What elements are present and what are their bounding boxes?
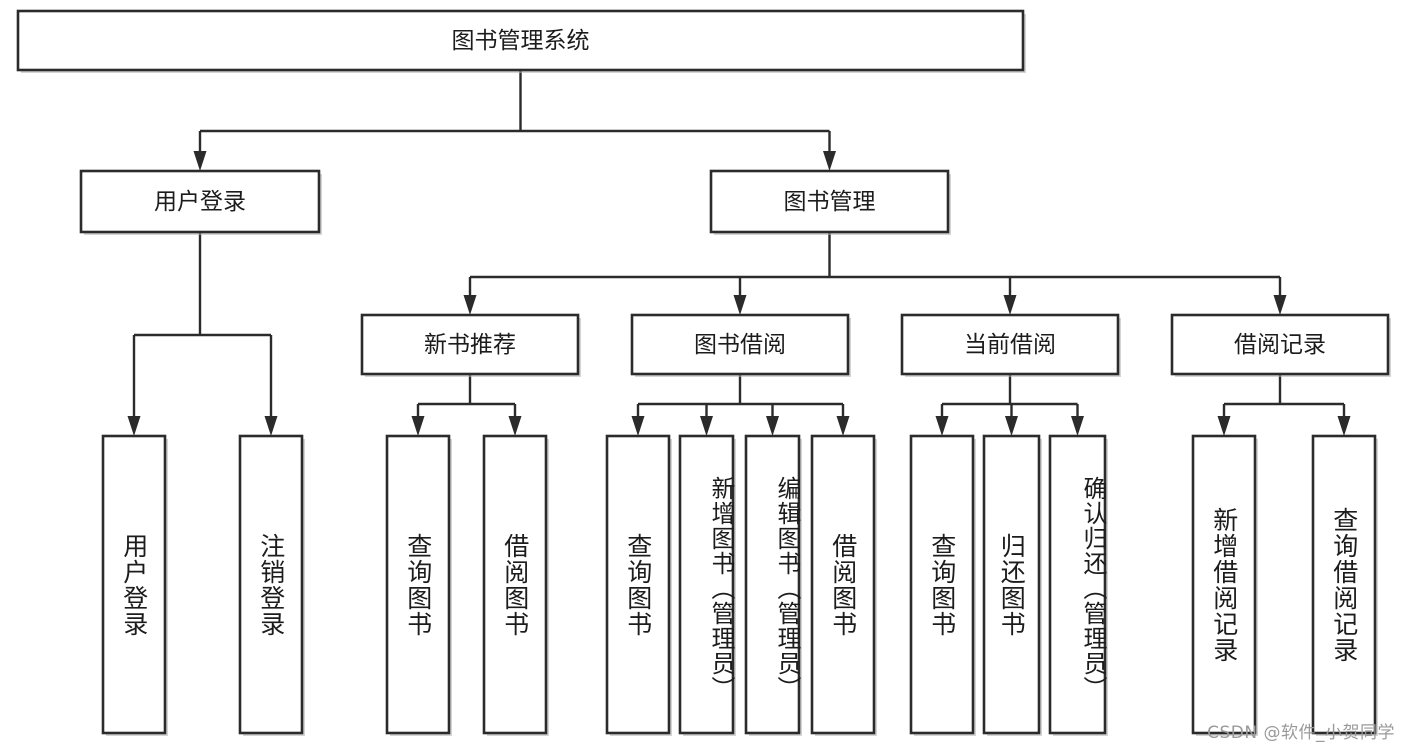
node-book-borrow[interactable]: 图书借阅 — [630, 313, 851, 377]
arrow-head-icon — [823, 151, 836, 171]
arrow-head-icon — [733, 295, 747, 315]
node-box[interactable] — [1048, 434, 1107, 735]
arrow-head-icon — [1217, 416, 1231, 436]
arrow-head-icon — [631, 416, 645, 436]
node-new-book-rec[interactable]: 新书推荐 — [360, 313, 581, 377]
arrow-head-icon — [935, 416, 949, 436]
arrow-head-icon — [463, 295, 477, 315]
arrow-head-icon — [1337, 416, 1351, 436]
node-leaf-borrow-book-1[interactable] — [482, 434, 549, 736]
node-box[interactable] — [482, 434, 548, 735]
node-box[interactable] — [16, 9, 1025, 72]
node-label: 当前借阅 — [964, 332, 1056, 358]
node-box[interactable] — [605, 434, 671, 735]
node-box[interactable] — [678, 434, 735, 735]
node-leaf-borrow-book-2[interactable] — [810, 434, 877, 736]
arrow-head-icon — [1273, 295, 1287, 315]
node-box[interactable] — [744, 434, 801, 735]
node-box[interactable] — [1191, 434, 1257, 735]
node-leaf-return-book[interactable] — [982, 434, 1042, 736]
arrow-head-icon — [1003, 295, 1017, 315]
arrow-head-icon — [264, 416, 278, 436]
arrow-head-icon — [1071, 416, 1084, 436]
node-label: 新书推荐 — [424, 332, 516, 358]
node-leaf-add-book[interactable] — [678, 434, 736, 736]
node-label: 用户登录 — [154, 189, 246, 215]
arrow-head-icon — [508, 416, 522, 436]
node-leaf-query-book-3[interactable] — [909, 434, 976, 736]
node-box[interactable] — [385, 434, 451, 735]
arrow-head-icon — [127, 416, 141, 436]
node-label: 图书管理系统 — [452, 28, 590, 54]
arrow-head-icon — [1005, 416, 1018, 436]
node-box[interactable] — [810, 434, 876, 735]
node-box[interactable] — [900, 313, 1120, 376]
node-leaf-query-book-1[interactable] — [385, 434, 452, 736]
node-user-login[interactable]: 用户登录 — [79, 169, 322, 235]
node-leaf-query-book-2[interactable] — [605, 434, 672, 736]
node-box[interactable] — [630, 313, 850, 376]
node-label: 图书管理 — [784, 189, 876, 215]
node-leaf-confirm-return[interactable] — [1048, 434, 1108, 736]
node-box[interactable] — [709, 169, 950, 234]
node-leaf-logout[interactable] — [238, 434, 305, 736]
arrow-head-icon — [836, 416, 850, 436]
node-current-borrow[interactable]: 当前借阅 — [900, 313, 1121, 377]
node-box[interactable] — [909, 434, 975, 735]
node-leaf-query-record[interactable] — [1311, 434, 1378, 736]
arrow-head-icon — [766, 416, 779, 436]
node-box[interactable] — [1170, 313, 1390, 376]
watermark-text: CSDN @软件_小贺同学 — [1207, 723, 1395, 743]
node-label: 图书借阅 — [694, 332, 786, 358]
node-box[interactable] — [360, 313, 580, 376]
node-box[interactable] — [1311, 434, 1377, 735]
node-leaf-user-login[interactable] — [101, 434, 168, 736]
node-box[interactable] — [982, 434, 1041, 735]
node-box[interactable] — [101, 434, 167, 735]
node-box[interactable] — [79, 169, 321, 234]
arrow-head-icon — [193, 151, 207, 171]
node-root[interactable]: 图书管理系统 — [16, 9, 1026, 73]
node-box[interactable] — [238, 434, 304, 735]
node-book-manage[interactable]: 图书管理 — [709, 169, 951, 235]
node-label: 借阅记录 — [1234, 332, 1326, 358]
connector-layer — [127, 70, 1351, 436]
node-leaf-edit-book[interactable] — [744, 434, 802, 736]
node-leaf-add-record[interactable] — [1191, 434, 1258, 736]
node-borrow-record[interactable]: 借阅记录 — [1170, 313, 1391, 377]
arrow-head-icon — [411, 416, 425, 436]
arrow-head-icon — [700, 416, 713, 436]
